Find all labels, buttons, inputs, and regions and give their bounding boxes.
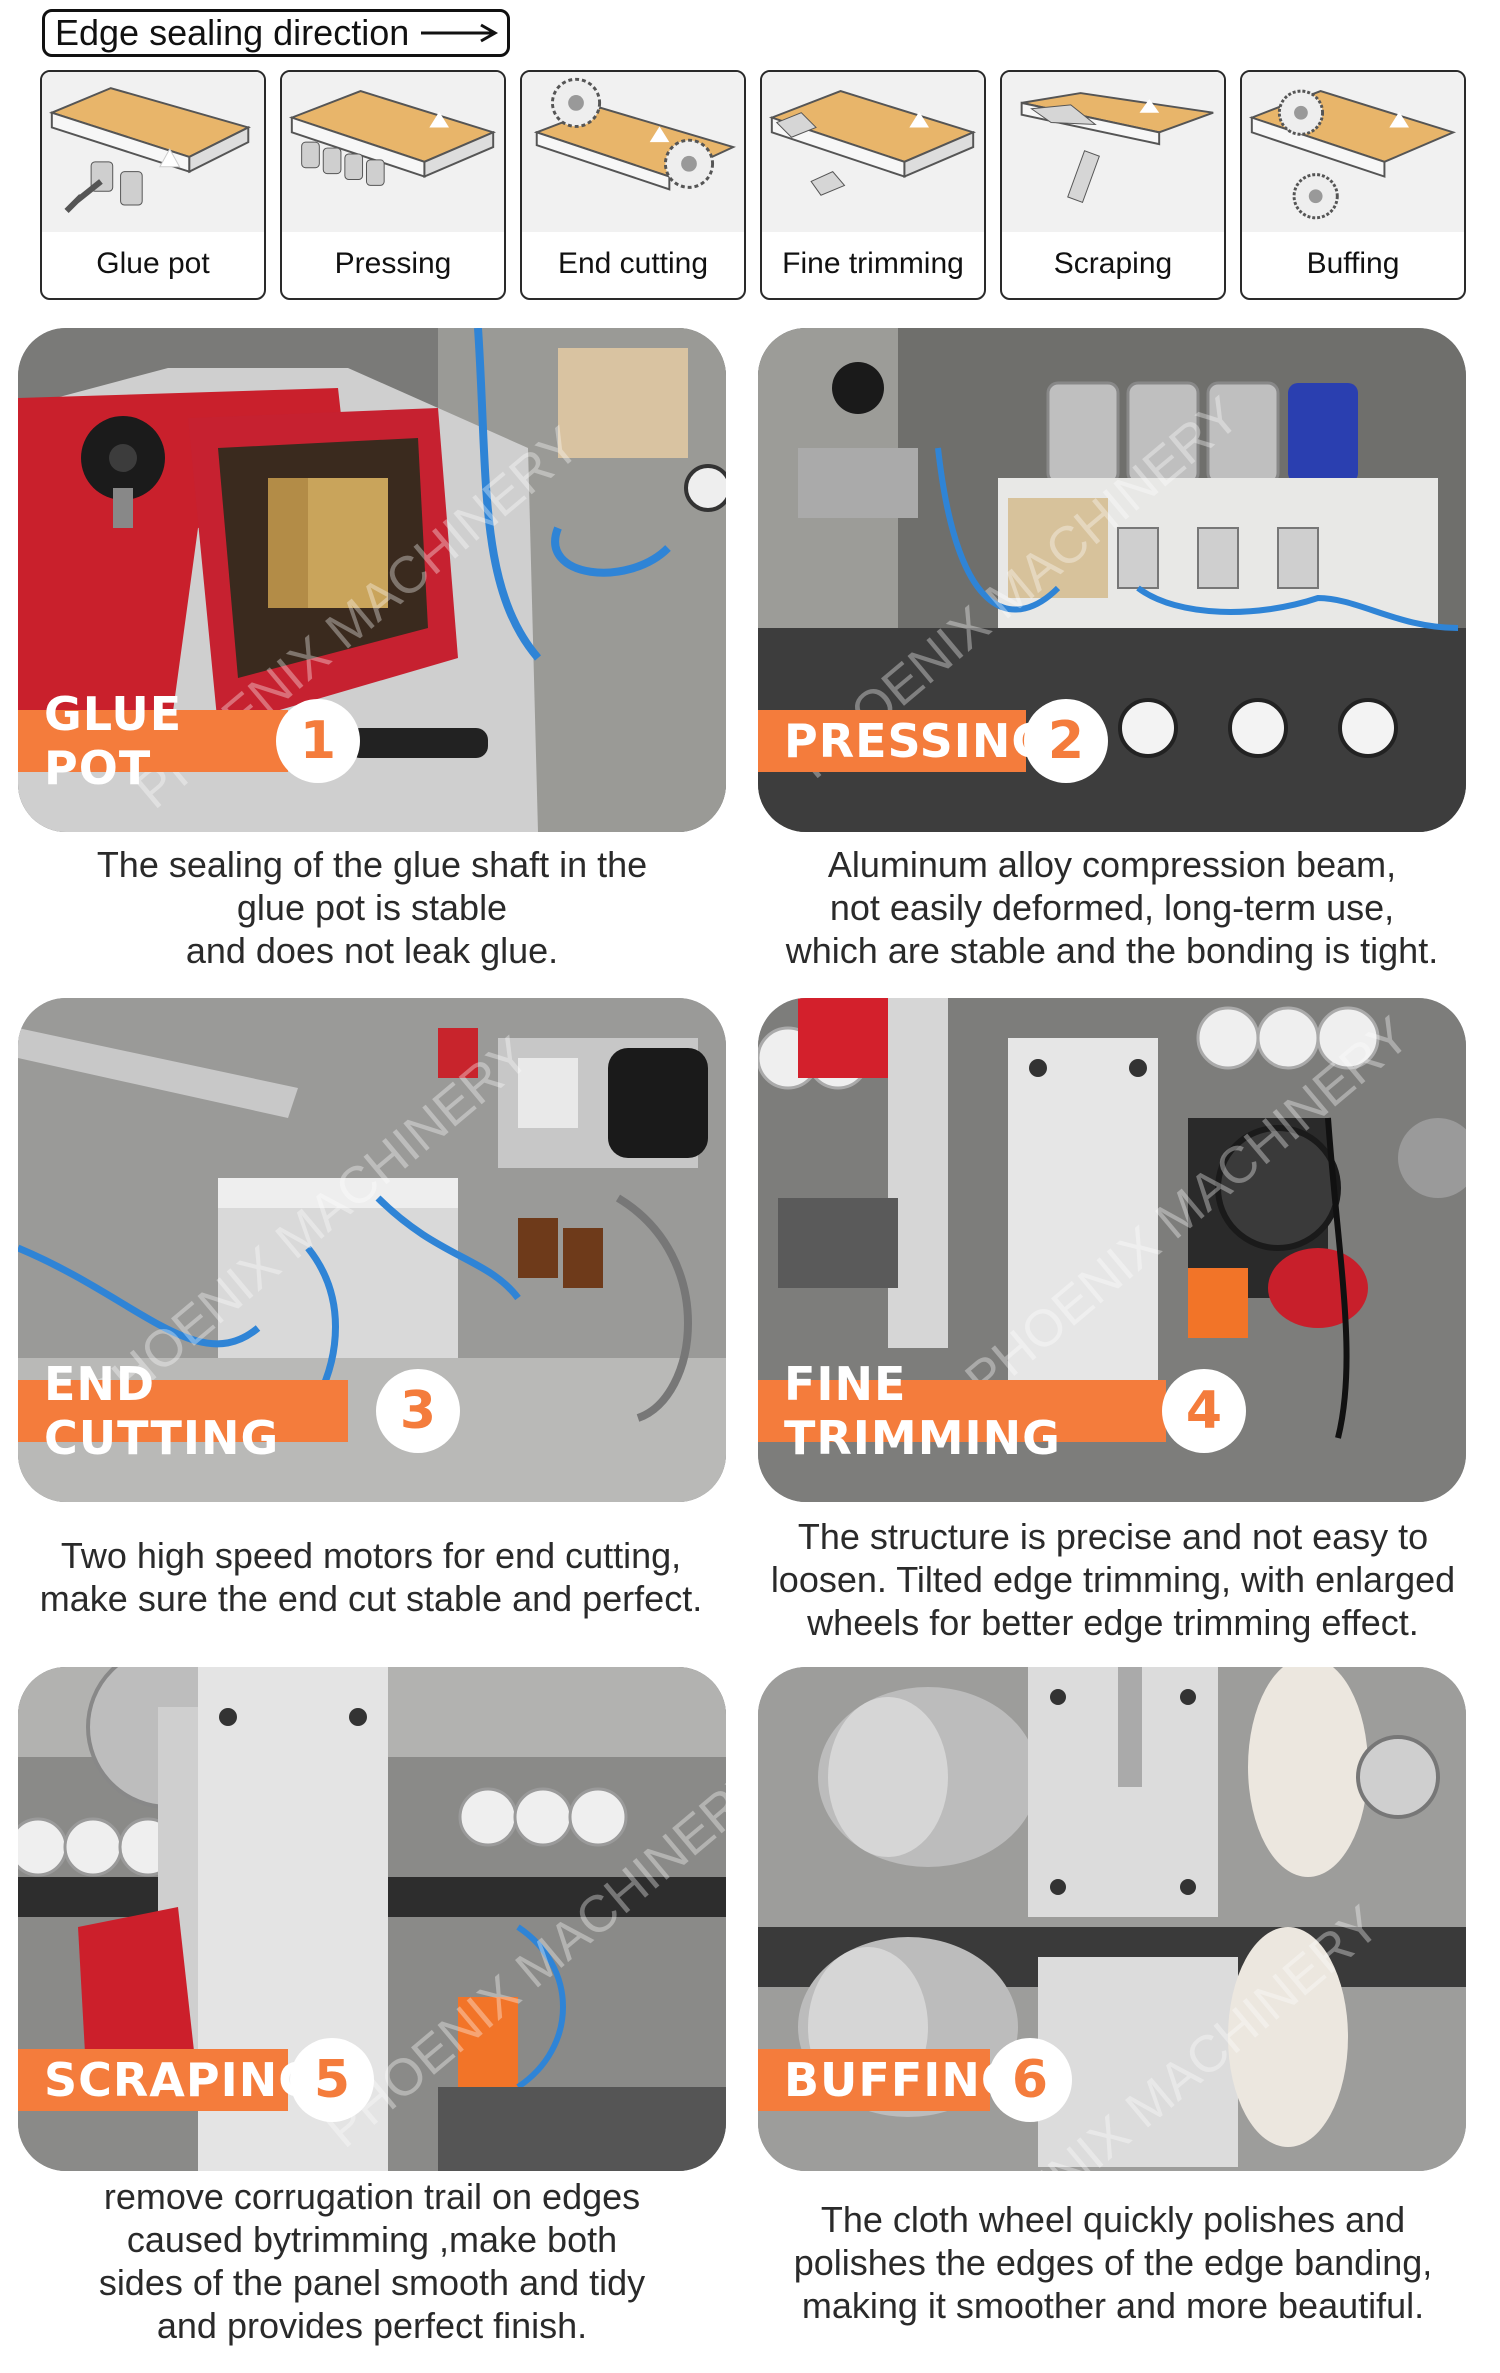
section-title: PRESSING (784, 714, 1051, 768)
section-number-badge: 3 (376, 1369, 460, 1453)
step-label: Scraping (1053, 247, 1173, 280)
buffing-illustration (1242, 72, 1464, 232)
glue-pot-illustration (42, 72, 264, 232)
step-scraping: Scraping (1000, 70, 1226, 300)
scraping-photo-panel: PHOENIX MACHINERY SCRAPING 5 (18, 1667, 726, 2171)
step-fine-trimming: Fine trimming (760, 70, 986, 300)
section-number-badge: 6 (988, 2038, 1072, 2122)
section-number-badge: 1 (276, 699, 360, 783)
section-banner: SCRAPING (18, 2049, 316, 2111)
glue-pot-photo-panel: PHOENIX MACHINERY GLUE POT 1 (18, 328, 726, 832)
edge-sealing-direction-label: Edge sealing direction (42, 9, 510, 57)
end-cutting-photo (18, 998, 726, 1502)
step-label: Glue pot (96, 247, 210, 280)
fine-trimming-illustration (762, 72, 984, 232)
fine-trimming-description: The structure is precise and not easy to… (770, 1516, 1456, 1643)
step-pressing: Pressing (280, 70, 506, 300)
step-label: Buffing (1306, 247, 1400, 280)
glue-pot-description: The sealing of the glue shaft in the glu… (96, 844, 648, 971)
pressing-description: Aluminum alloy compression beam, not eas… (785, 844, 1439, 971)
buffing-description: The cloth wheel quickly polishes and pol… (793, 2199, 1433, 2326)
end-cutting-description: Two high speed motors for end cutting, m… (39, 1535, 703, 1619)
step-label: End cutting (557, 247, 709, 280)
fine-trimming-photo-panel: PHOENIX MACHINERY FINE TRIMMING 4 (758, 998, 1466, 1502)
section-number-badge: 4 (1162, 1369, 1246, 1453)
end-cutting-photo-panel: PHOENIX MACHINERY END CUTTING 3 (18, 998, 726, 1502)
scraping-illustration (1002, 72, 1224, 232)
section-title: GLUE POT (44, 687, 183, 795)
arrow-right-icon (421, 23, 499, 43)
pressing-illustration (282, 72, 504, 232)
pressing-photo-panel: PHOENIX MACHINERY PRESSING 2 (758, 328, 1466, 832)
section-banner: GLUE POT (18, 687, 288, 795)
section-title: BUFFING (784, 2053, 1020, 2107)
section-title: SCRAPING (44, 2053, 317, 2107)
section-title: END CUTTING (44, 1357, 280, 1465)
section-number-badge: 2 (1024, 699, 1108, 783)
fine-trimming-photo (758, 998, 1466, 1502)
scraping-description: remove corrugation trail on edges caused… (98, 2176, 646, 2346)
section-banner: BUFFING (758, 2049, 1019, 2111)
step-glue-pot: Glue pot (40, 70, 266, 300)
buffing-photo-panel: PHOENIX MACHINERY BUFFING 6 (758, 1667, 1466, 2171)
section-number-badge: 5 (290, 2038, 374, 2122)
section-banner: END CUTTING (18, 1357, 348, 1465)
section-banner: FINE TRIMMING (758, 1357, 1166, 1465)
direction-text: Edge sealing direction (55, 12, 410, 53)
section-title: FINE TRIMMING (784, 1357, 1061, 1465)
end-cutting-illustration (522, 72, 744, 232)
step-buffing: Buffing (1240, 70, 1466, 300)
step-end-cutting: End cutting (520, 70, 746, 300)
step-label: Fine trimming (782, 247, 964, 280)
step-label: Pressing (334, 247, 452, 280)
section-banner: PRESSING (758, 710, 1049, 772)
pressing-photo (758, 328, 1466, 832)
